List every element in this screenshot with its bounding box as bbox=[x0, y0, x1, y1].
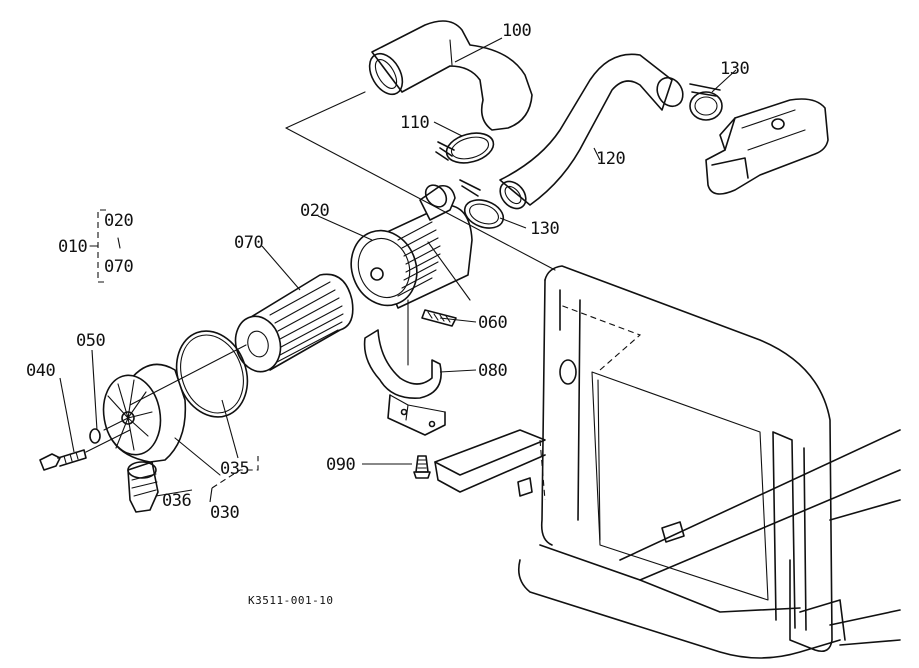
hose-clamp-130-top bbox=[689, 83, 723, 121]
callout-120: 120 bbox=[596, 149, 625, 169]
air-cleaner-body-020 bbox=[350, 184, 473, 327]
callout-030: 030 bbox=[210, 503, 239, 523]
callout-050: 050 bbox=[76, 331, 105, 351]
callout-070: 070 bbox=[234, 233, 263, 253]
drawing-id: K3511-001-10 bbox=[248, 594, 333, 607]
callout-070-group: 070 bbox=[104, 257, 133, 277]
callout-110: 110 bbox=[400, 113, 429, 133]
callout-040: 040 bbox=[26, 361, 55, 381]
intake-manifold bbox=[705, 98, 829, 195]
hose-120 bbox=[499, 53, 684, 210]
callout-080: 080 bbox=[478, 361, 507, 381]
chassis-frame bbox=[434, 265, 901, 659]
callout-036: 036 bbox=[162, 491, 191, 511]
cover-030 bbox=[102, 363, 187, 463]
evacuator-valve-036 bbox=[127, 461, 159, 513]
washer-050 bbox=[89, 428, 101, 444]
hose-clamp-130-mid bbox=[459, 179, 505, 229]
group-bracket-010 bbox=[89, 209, 259, 489]
bolt-090 bbox=[413, 455, 431, 479]
alignment-lines bbox=[85, 91, 556, 476]
mounting-band-080 bbox=[363, 329, 446, 436]
callout-020: 020 bbox=[300, 201, 329, 221]
callout-010: 010 bbox=[58, 237, 87, 257]
wing-nut-040 bbox=[39, 449, 87, 471]
callout-090: 090 bbox=[326, 455, 355, 475]
callout-060: 060 bbox=[478, 313, 507, 333]
callout-130-mid: 130 bbox=[530, 219, 559, 239]
callout-035: 035 bbox=[220, 459, 249, 479]
callout-020-group: 020 bbox=[104, 211, 133, 231]
hose-100 bbox=[368, 20, 533, 131]
leader-lines bbox=[59, 37, 737, 503]
callout-labels: 010 020 070 020 070 100 110 120 130 130 … bbox=[26, 21, 750, 523]
callout-130-top: 130 bbox=[720, 59, 749, 79]
hose-clamp-110 bbox=[435, 132, 495, 164]
filter-element-070 bbox=[234, 273, 354, 373]
callout-100: 100 bbox=[502, 21, 531, 41]
